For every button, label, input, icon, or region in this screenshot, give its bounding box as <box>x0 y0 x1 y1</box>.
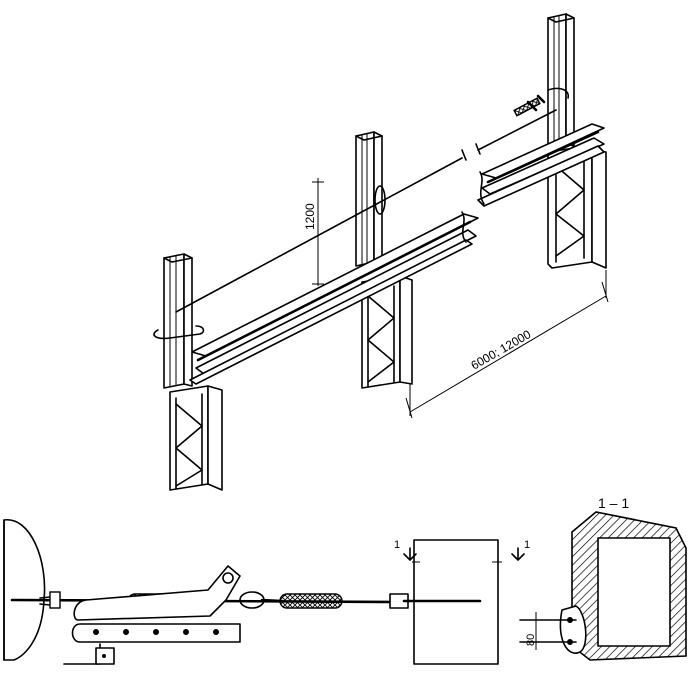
column-right <box>547 13 607 269</box>
guard-rail-beam <box>189 123 605 385</box>
isometric-view: 1200 6000; 12000 <box>153 13 609 491</box>
end-column-outline <box>3 519 46 661</box>
cut-mark-left: 1 <box>394 539 400 551</box>
dimensions <box>312 178 609 419</box>
section-title: 1 – 1 <box>598 495 629 511</box>
cut-mark-right: 1 <box>524 539 530 551</box>
anchor-bracket <box>73 565 241 621</box>
anchor-spacing-label: 80 <box>525 634 537 646</box>
column-left <box>153 253 223 491</box>
height-dimension-label: 1200 <box>303 203 317 230</box>
span-dimension-label: 6000; 12000 <box>469 327 534 373</box>
tension-sleeve-2 <box>279 593 343 609</box>
guard-cable <box>175 87 570 313</box>
anchor-detail: 1 1 1 – 1 80 <box>3 495 687 665</box>
